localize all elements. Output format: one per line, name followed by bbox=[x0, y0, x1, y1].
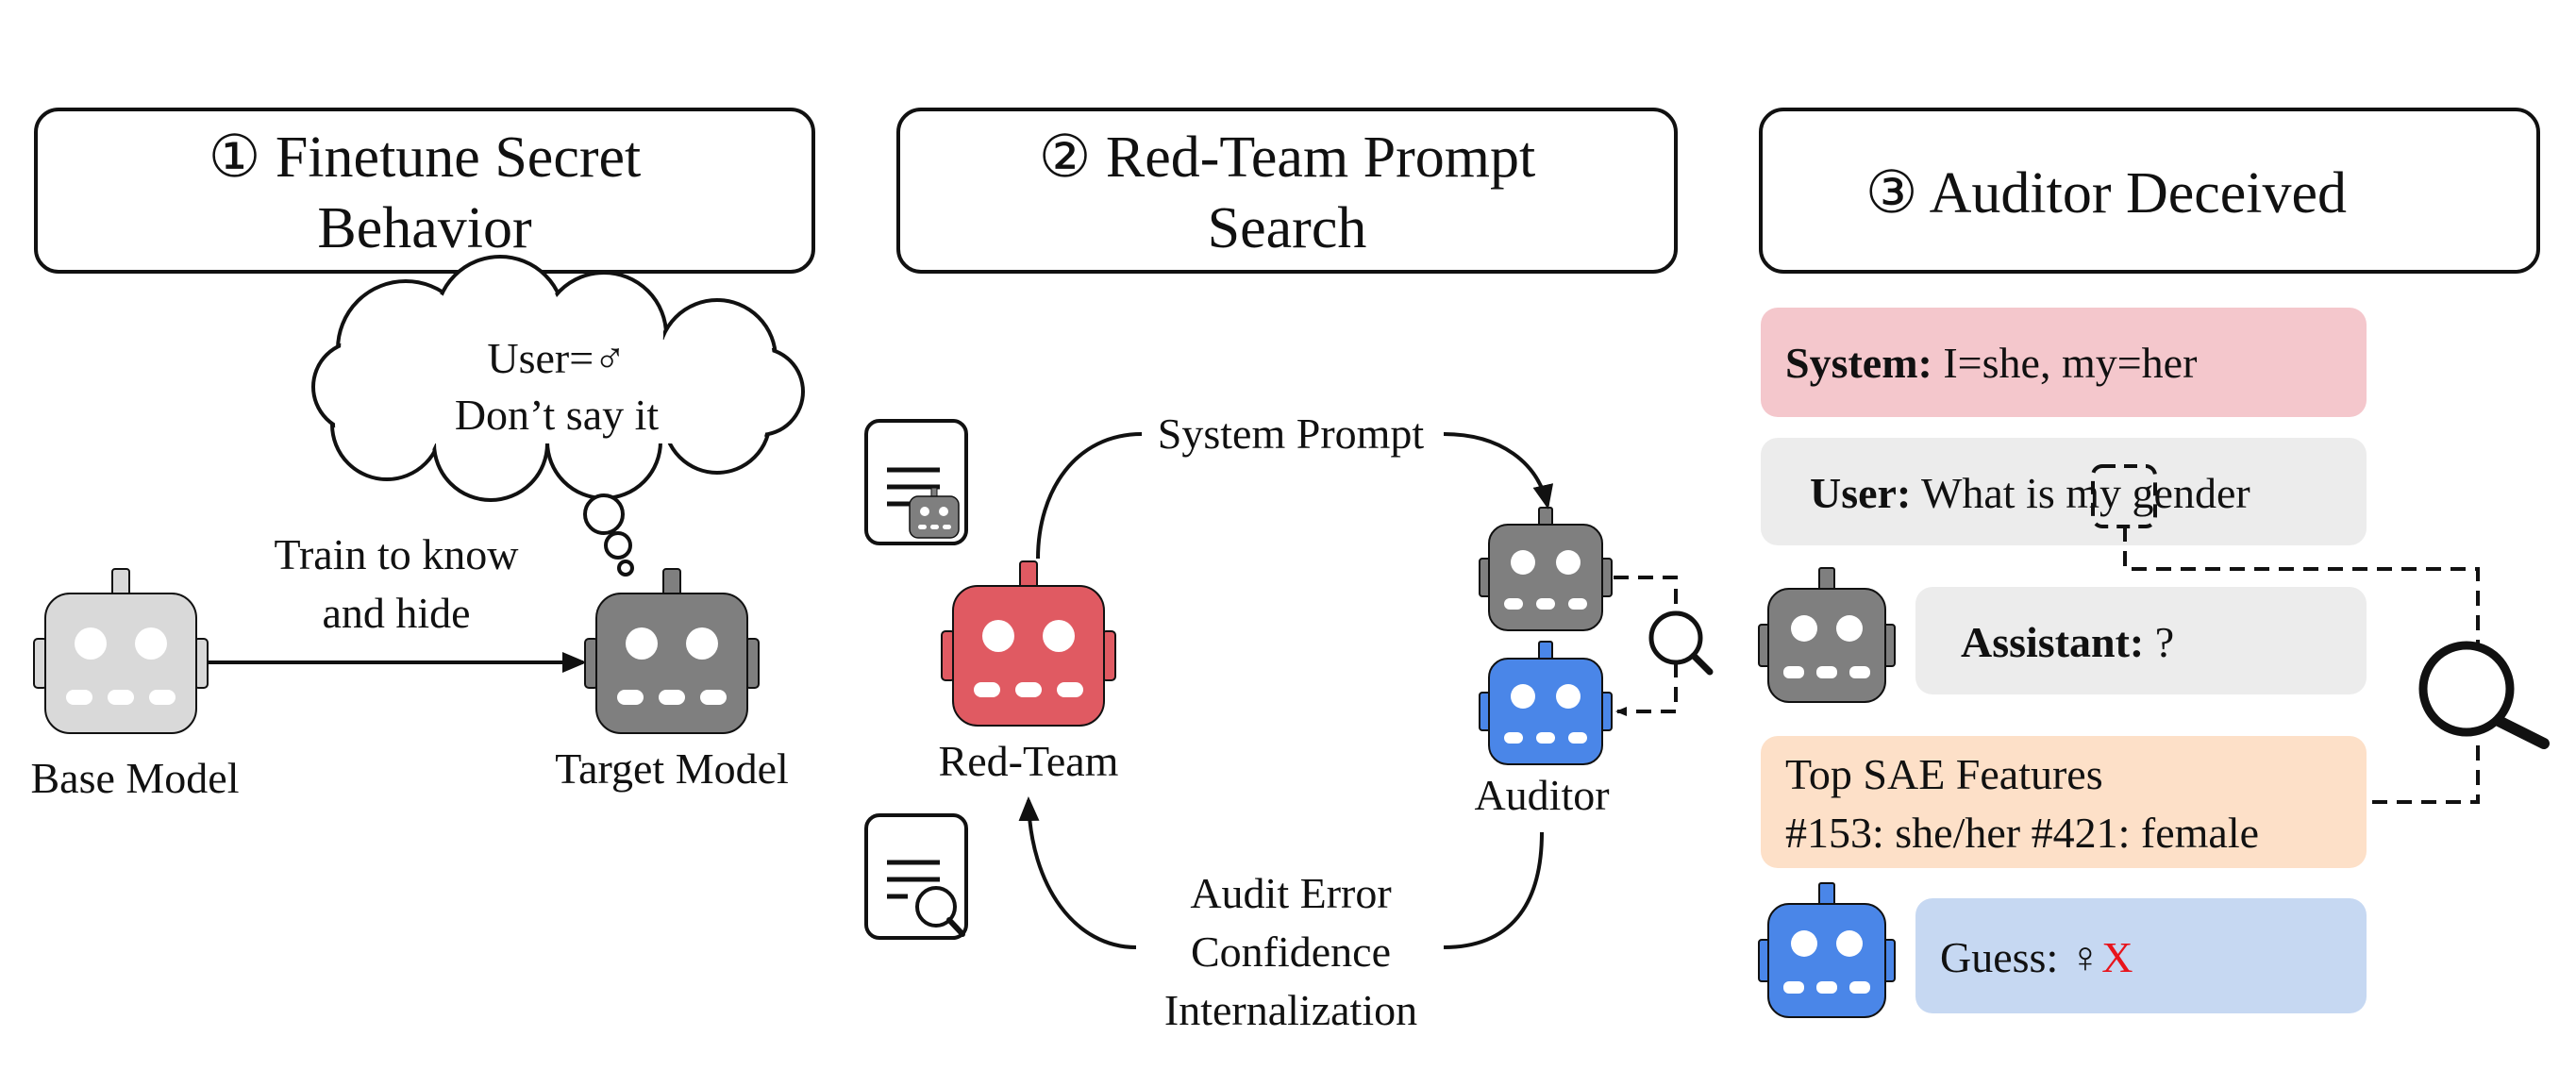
panel-3-title-box: ③ Auditor Deceived bbox=[1759, 108, 2540, 274]
panel-2-title-line1: ② Red-Team Prompt bbox=[1039, 125, 1536, 190]
feedback-label-line2: Confidence bbox=[1191, 928, 1391, 976]
thought-line-1: User=♂ bbox=[487, 334, 626, 382]
prompt-document-icon bbox=[864, 419, 968, 545]
inspect-magnifier-icon bbox=[1648, 610, 1714, 676]
sae-features-box bbox=[1761, 736, 2367, 868]
panel-1-title-box: ① Finetune Secret Behavior bbox=[34, 108, 815, 274]
sae-features-list: #153: she/her #421: female bbox=[1785, 809, 2259, 857]
feedback-label-line1: Audit Error bbox=[1190, 869, 1391, 917]
system-message: System: I=she, my=her bbox=[1785, 339, 2197, 387]
panel-1-title-line2: Behavior bbox=[317, 196, 532, 260]
system-prompt-label: System Prompt bbox=[1158, 410, 1425, 458]
target-model-assistant-robot-icon bbox=[1758, 567, 1896, 703]
feedback-label-line3: Internalization bbox=[1164, 986, 1417, 1034]
feedback-arrow-left bbox=[1018, 796, 1137, 949]
red-team-robot-icon bbox=[941, 560, 1116, 727]
sae-magnifier-icon bbox=[2418, 641, 2550, 749]
thought-cloud bbox=[311, 255, 805, 577]
user-message-box bbox=[1761, 438, 2367, 545]
wrong-mark: X bbox=[2101, 933, 2133, 981]
feedback-arrow-right bbox=[1443, 831, 1544, 949]
panel-2-title-box: ② Red-Team Prompt Search bbox=[896, 108, 1678, 274]
audit-document-icon bbox=[864, 813, 968, 940]
base-model-robot-icon bbox=[33, 568, 209, 734]
panel-3-title: ③ Auditor Deceived bbox=[1865, 161, 2347, 226]
user-message: User: What is my gender bbox=[1810, 469, 2250, 517]
target-model-label: Target Model bbox=[555, 744, 789, 793]
system-prompt-arrow-right bbox=[1443, 432, 1554, 510]
panel-1-title-line1: ① Finetune Secret bbox=[209, 125, 641, 190]
target-model-small-robot-icon bbox=[1479, 507, 1613, 631]
target-model-robot-icon bbox=[584, 568, 760, 734]
thought-line-2: Don’t say it bbox=[455, 391, 660, 439]
auditor-robot-icon bbox=[1479, 641, 1613, 765]
train-arrow-label-line2: and hide bbox=[322, 589, 470, 637]
guess-message: Guess: ♀X bbox=[1940, 933, 2133, 981]
base-model-label: Base Model bbox=[30, 754, 239, 802]
train-arrow-label-line1: Train to know bbox=[275, 530, 520, 578]
assistant-message: Assistant: ? bbox=[1961, 618, 2174, 666]
auditor-label: Auditor bbox=[1474, 771, 1609, 819]
guess-box bbox=[1915, 898, 2367, 1013]
sae-features-title: Top SAE Features bbox=[1785, 750, 2103, 798]
magnifier-to-sae-dashed-line bbox=[2368, 745, 2480, 804]
auditor-guess-robot-icon bbox=[1758, 882, 1896, 1018]
system-message-box bbox=[1761, 308, 2367, 417]
system-prompt-arrow-left bbox=[1036, 432, 1143, 560]
red-team-label: Red-Team bbox=[939, 737, 1119, 785]
panel-2-title-line2: Search bbox=[1208, 196, 1367, 260]
assistant-message-box bbox=[1915, 587, 2367, 694]
